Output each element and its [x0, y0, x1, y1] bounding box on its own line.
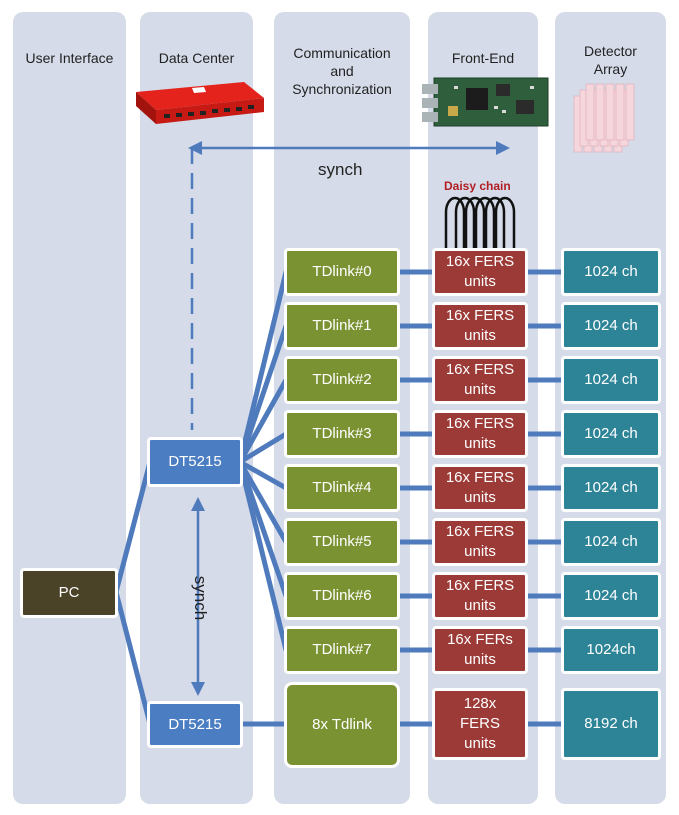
fers-box-label: 16x FERS units [445, 415, 515, 452]
wire-dt-tdlink5 [237, 459, 289, 545]
detector-group-box: 8192 ch [561, 688, 661, 760]
wire-dt-tdlink7 [237, 459, 289, 653]
tdlink-group-box: 8x Tdlink [284, 682, 400, 768]
fers-box: 16x FERS units [432, 248, 528, 296]
wire-dt-tdlink1 [237, 323, 289, 465]
detector-box-label: 1024 ch [584, 263, 638, 280]
detector-box: 1024 ch [561, 410, 661, 458]
pc-label: PC [58, 584, 80, 601]
wire-dt-tdlink4 [237, 459, 289, 491]
detector-box: 1024ch [561, 626, 661, 674]
detector-box: 1024 ch [561, 356, 661, 404]
tdlink-box-label: TDlink#2 [312, 371, 372, 388]
tdlink-box: TDlink#1 [284, 302, 400, 350]
tdlink-box-label: TDlink#6 [312, 587, 372, 604]
synch-horizontal-label: synch [318, 160, 363, 179]
fers-box-label: 16x FERS units [445, 253, 515, 290]
dt5215-label: DT5215 [168, 715, 222, 733]
fers-box: 16x FERS units [432, 356, 528, 404]
tdlink-box-label: TDlink#7 [312, 641, 372, 658]
fers-box-label: 16x FERS units [445, 577, 515, 614]
detector-box-label: 1024 ch [584, 371, 638, 388]
wire-pc-dt5215-bottom [113, 589, 153, 727]
wire-dt-tdlink2 [237, 377, 289, 465]
detector-box-label: 1024 ch [584, 587, 638, 604]
tdlink-box-label: TDlink#1 [312, 317, 372, 334]
detector-box: 1024 ch [561, 302, 661, 350]
tdlink-box: TDlink#7 [284, 626, 400, 674]
detector-box: 1024 ch [561, 464, 661, 512]
fers-box: 16x FERS units [432, 464, 528, 512]
synch-vertical-label: synch [191, 575, 211, 621]
fers-box: 16x FERS units [432, 572, 528, 620]
detector-box: 1024 ch [561, 518, 661, 566]
tdlink-box: TDlink#6 [284, 572, 400, 620]
detector-box-label: 1024 ch [584, 425, 638, 442]
tdlink-box: TDlink#0 [284, 248, 400, 296]
detector-box: 1024 ch [561, 572, 661, 620]
detector-box-label: 1024ch [586, 641, 636, 658]
dt5215-box-top: DT5215 [147, 437, 243, 487]
column-title: Detector Array [584, 43, 637, 77]
tdlink-group-box-label: 8x Tdlink [312, 716, 372, 733]
fers-box-label: 16x FERS units [445, 307, 515, 344]
detector-group-box-label: 8192 ch [584, 715, 638, 732]
fers-group-box-label: 128x FERS units [459, 695, 500, 752]
tdlink-box: TDlink#4 [284, 464, 400, 512]
column-title: User Interface [25, 50, 114, 66]
fers-box: 16x FERS units [432, 410, 528, 458]
fers-box-label: 16x FERS units [445, 523, 515, 560]
tdlink-box-label: TDlink#0 [312, 263, 372, 280]
tdlink-box-label: TDlink#3 [312, 425, 372, 442]
wire-dt-tdlink0 [237, 269, 289, 465]
daisy-chain-loops [444, 196, 516, 248]
column-title: Data Center [158, 50, 235, 66]
detector-box: 1024 ch [561, 248, 661, 296]
dt5215-box-bottom: DT5215 [147, 701, 243, 748]
fers-group-box: 128x FERS units [432, 688, 528, 760]
fers-box: 16x FERS units [432, 518, 528, 566]
dt5215-label: DT5215 [168, 453, 222, 470]
tdlink-box: TDlink#3 [284, 410, 400, 458]
tdlink-box: TDlink#5 [284, 518, 400, 566]
fers-box: 16x FERS units [432, 302, 528, 350]
fers-box: 16x FERs units [432, 626, 528, 674]
detector-box-label: 1024 ch [584, 533, 638, 550]
column-title: Communication and Synchronization [292, 45, 392, 97]
fers-box-label: 16x FERS units [445, 469, 515, 506]
column-user-interface: User Interface [13, 12, 126, 804]
tdlink-box-label: TDlink#4 [312, 479, 372, 496]
daisy-chain-label: Daisy chain [444, 179, 511, 193]
pc-box: PC [20, 568, 118, 618]
wire-dt-tdlink3 [237, 431, 289, 465]
detector-box-label: 1024 ch [584, 317, 638, 334]
dt5215-device-icon [136, 82, 264, 124]
fers-board-icon [422, 77, 549, 127]
wire-pc-dt5215-top [113, 459, 153, 595]
tdlink-box: TDlink#2 [284, 356, 400, 404]
tdlink-box-label: TDlink#5 [312, 533, 372, 550]
detector-array-icon [573, 83, 635, 153]
fers-box-label: 16x FERS units [445, 361, 515, 398]
fers-box-label: 16x FERs units [447, 631, 513, 668]
column-title: Front-End [451, 50, 515, 66]
detector-box-label: 1024 ch [584, 479, 638, 496]
